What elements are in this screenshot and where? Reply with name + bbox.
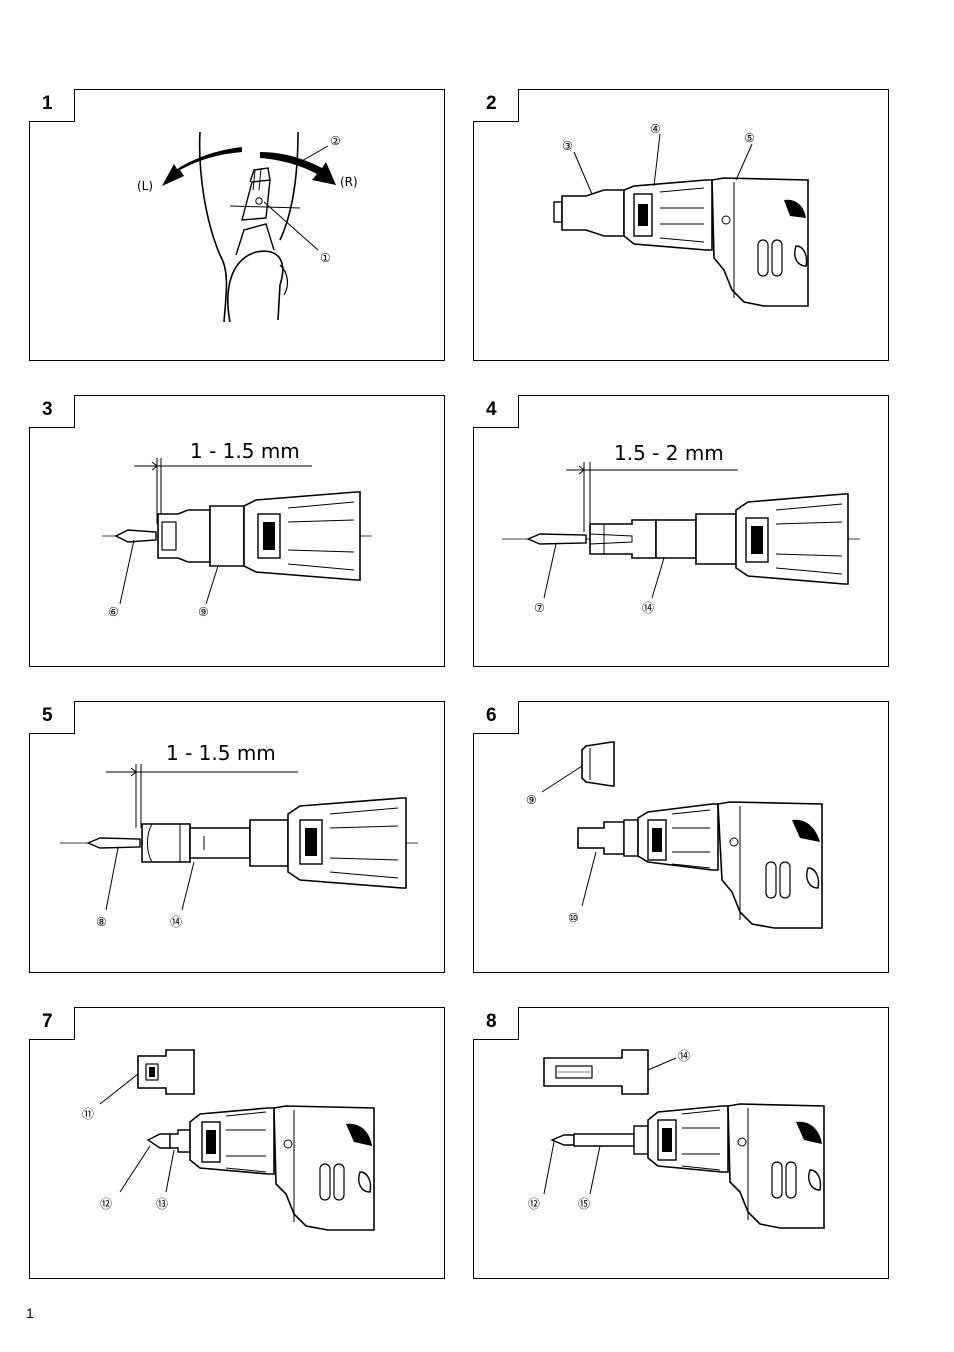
figure-number: 7 [42,1011,53,1032]
callout-14: ⑭ [678,1049,690,1063]
figure-number-tab: 7 [29,1007,75,1040]
callout-15: ⑮ [578,1197,590,1211]
figure-6-panel: 6 ⑨ ⑩ [473,701,889,973]
figure-number: 4 [486,399,497,420]
figure-number: 2 [486,93,497,114]
callout-5: ⑤ [744,131,755,145]
figure-number: 5 [42,705,53,726]
callout-14: ⑭ [170,915,182,929]
figure-number-tab: 2 [473,89,519,122]
figure-1-drawing: (L) (R) ② ① [137,131,358,323]
figure-4-drawing: 1.5 - 2 mm ⑦ ⑭ [502,441,860,615]
dimension-label: 1.5 - 2 mm [614,441,724,465]
direction-label-right: (R) [340,175,358,189]
callout-2: ② [330,134,341,148]
callout-10: ⑩ [568,911,579,925]
figure-1-panel: 1 (L) (R) ② ① [29,89,445,361]
dimension-label: 1 - 1.5 mm [166,741,276,765]
callout-12: ⑫ [528,1197,540,1211]
figure-3-panel: 3 1 - 1.5 mm ⑥ ⑨ [29,395,445,667]
figure-2-drawing: ③ ④ ⑤ [553,122,809,307]
callout-3: ③ [562,139,573,153]
figure-2-panel: 2 ③ ④ ⑤ [473,89,889,361]
callout-6: ⑥ [108,605,119,619]
figure-number: 1 [42,93,53,114]
callout-4: ④ [650,122,661,136]
figure-number-tab: 1 [29,89,75,122]
figure-5-panel: 5 1 - 1.5 mm ⑧ ⑭ [29,701,445,973]
figure-number-tab: 4 [473,395,519,428]
figure-number-tab: 3 [29,395,75,428]
page-number: 1 [26,1305,34,1321]
callout-9: ⑨ [198,605,209,619]
figure-number-tab: 5 [29,701,75,734]
figure-8-drawing: ⑭ ⑫ ⑮ [528,1049,825,1229]
figure-4-panel: 4 1.5 - 2 mm ⑦ ⑭ [473,395,889,667]
callout-12: ⑫ [100,1197,112,1211]
figure-7-panel: 7 ⑪ ⑫ ⑬ [29,1007,445,1279]
callout-11: ⑪ [82,1107,94,1121]
callout-7: ⑦ [534,601,545,615]
dimension-label: 1 - 1.5 mm [190,439,300,463]
callout-8: ⑧ [96,915,107,929]
figure-6-drawing: ⑨ ⑩ [526,741,823,929]
figure-5-drawing: 1 - 1.5 mm ⑧ ⑭ [60,741,418,929]
callout-9: ⑨ [526,793,537,807]
direction-label-left: (L) [137,179,153,193]
callout-13: ⑬ [156,1197,168,1211]
figure-number: 6 [486,705,497,726]
figure-number: 8 [486,1011,497,1032]
figure-7-drawing: ⑪ ⑫ ⑬ [82,1049,375,1231]
figure-number-tab: 8 [473,1007,519,1040]
figure-3-drawing: 1 - 1.5 mm ⑥ ⑨ [102,439,372,619]
figure-number-tab: 6 [473,701,519,734]
callout-14: ⑭ [642,601,654,615]
figure-number: 3 [42,399,53,420]
callout-1: ① [320,251,331,265]
figure-8-panel: 8 ⑭ ⑫ ⑮ [473,1007,889,1279]
